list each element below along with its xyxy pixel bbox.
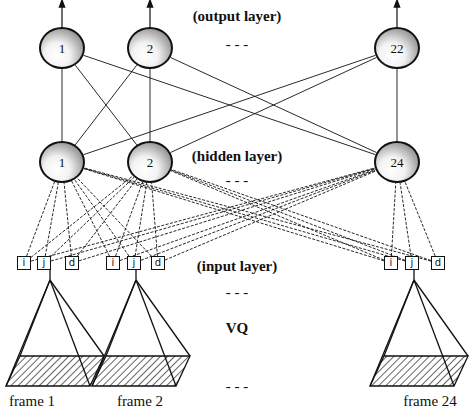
node-text: j — [133, 258, 136, 268]
weight-connection — [171, 57, 377, 152]
node-text: d — [155, 258, 161, 268]
vq-label: VQ — [226, 321, 249, 336]
input-connection — [141, 170, 376, 260]
input-connection — [116, 182, 143, 256]
input-unit: j — [405, 256, 419, 270]
input-connection — [400, 183, 411, 256]
input-unit: i — [17, 256, 31, 270]
input-connection — [45, 183, 58, 256]
frame-label: frame 2 — [117, 394, 163, 408]
node-text: j — [43, 258, 46, 268]
vq-pyramid — [6, 270, 104, 386]
input-connection — [77, 178, 151, 256]
output-neuron: 1 — [39, 27, 85, 69]
input-unit: d — [151, 256, 165, 270]
input-connection — [84, 168, 405, 261]
output-neuron: 22 — [374, 27, 420, 69]
node-text: 24 — [391, 156, 404, 169]
frame-label: frame 1 — [9, 394, 55, 408]
weight-connection — [62, 69, 63, 141]
node-text: j — [411, 258, 414, 268]
input-unit: i — [106, 256, 120, 270]
input-unit: i — [384, 256, 398, 270]
input-connection — [31, 168, 375, 261]
weight-connection — [75, 65, 136, 145]
input-connection — [135, 183, 147, 256]
input-connection — [79, 169, 375, 261]
node-text: d — [435, 258, 441, 268]
input-connection — [84, 168, 431, 261]
input-connection — [31, 176, 133, 258]
weight-connection — [84, 55, 376, 154]
layer-label: (input layer) — [197, 259, 277, 274]
weight-connection — [84, 55, 376, 154]
input-connection — [77, 179, 136, 256]
output-arrows — [62, 3, 397, 27]
input-connection — [84, 169, 384, 261]
input-unit: j — [37, 256, 51, 270]
input-connection — [171, 170, 405, 260]
hidden-neuron: 1 — [39, 141, 85, 183]
node-text: 1 — [59, 156, 66, 169]
node-text: 1 — [59, 42, 66, 55]
input-connection — [405, 182, 435, 256]
ellipsis: - - - — [226, 379, 249, 394]
weight-connection — [397, 69, 398, 141]
node-text: 2 — [147, 42, 154, 55]
input-connection — [152, 183, 158, 256]
input-connection — [120, 170, 376, 261]
input-connection — [51, 168, 375, 261]
node-text: i — [23, 258, 26, 268]
node-text: i — [390, 258, 393, 268]
input-unit: j — [127, 256, 141, 270]
node-text: 22 — [391, 42, 404, 55]
input-connection — [64, 183, 71, 256]
hidden-neuron: 24 — [374, 141, 420, 183]
weight-connection — [75, 65, 136, 145]
input-unit: d — [431, 256, 445, 270]
node-text: i — [112, 258, 115, 268]
input-connection — [27, 182, 55, 256]
layer-label: (output layer) — [193, 9, 282, 24]
input-unit: d — [65, 256, 79, 270]
input-connection — [171, 170, 431, 261]
input-connection — [391, 183, 395, 256]
vq-pyramid — [370, 270, 468, 386]
input-connection — [165, 171, 376, 260]
input-connection — [171, 171, 384, 260]
input-connection — [75, 180, 129, 256]
vq-pyramid — [92, 270, 190, 386]
ellipsis: - - - — [226, 37, 249, 52]
output-neuron: 2 — [127, 27, 173, 69]
ellipsis: - - - — [226, 285, 249, 300]
layer-label: (hidden layer) — [192, 149, 282, 164]
frame-label: frame 24 — [403, 394, 457, 408]
weight-connection — [171, 57, 377, 152]
node-text: d — [69, 258, 75, 268]
hidden-neuron: 2 — [127, 141, 173, 183]
ellipsis: - - - — [226, 173, 249, 188]
weight-connection — [150, 69, 151, 141]
node-text: 2 — [147, 156, 154, 169]
